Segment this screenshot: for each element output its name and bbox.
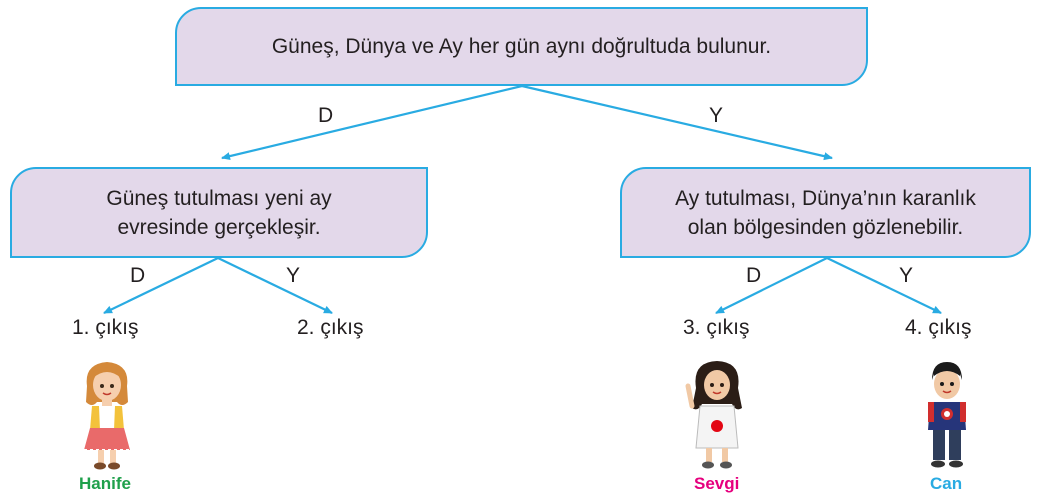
arrow-right-to-exit4 bbox=[826, 257, 942, 314]
arrow-left-to-exit1 bbox=[103, 257, 219, 314]
girl-figure-hanife bbox=[84, 362, 130, 470]
root-statement-box: Güneş, Dünya ve Ay her gün aynı doğrultu… bbox=[175, 7, 868, 86]
arrow-right-to-exit3 bbox=[715, 257, 828, 314]
exit-2: 2. çıkış bbox=[297, 316, 364, 339]
arrow-root-to-left bbox=[221, 84, 523, 161]
right-statement-box: Ay tutulması, Dünya’nın karanlık olan bö… bbox=[620, 167, 1031, 258]
student-name-sevgi: Sevgi bbox=[694, 474, 740, 493]
boy-figure-can bbox=[928, 362, 966, 468]
branch-label-left-d: D bbox=[130, 264, 146, 287]
student-name-can: Can bbox=[930, 474, 963, 493]
root-statement-text: Güneş, Dünya ve Ay her gün aynı doğrultu… bbox=[271, 35, 772, 58]
arrow-root-to-right bbox=[521, 84, 833, 161]
branch-label-right-d: D bbox=[746, 264, 762, 287]
student-name-hanife: Hanife bbox=[79, 474, 131, 493]
exit-3: 3. çıkış bbox=[683, 316, 750, 339]
branch-label-root-d: D bbox=[318, 104, 334, 127]
girl-figure-sevgi bbox=[685, 361, 742, 469]
right-statement-text: Ay tutulması, Dünya’nın karanlık olan bö… bbox=[675, 186, 976, 239]
left-statement-text: Güneş tutulması yeni ay evresinde gerçek… bbox=[106, 186, 332, 239]
left-statement-box: Güneş tutulması yeni ay evresinde gerçek… bbox=[10, 167, 428, 258]
branch-label-left-y: Y bbox=[286, 264, 301, 287]
branch-label-right-y: Y bbox=[899, 264, 914, 287]
exit-1: 1. çıkış bbox=[72, 316, 139, 339]
branch-label-root-y: Y bbox=[709, 104, 724, 127]
exit-4: 4. çıkış bbox=[905, 316, 972, 339]
arrow-left-to-exit2 bbox=[217, 257, 333, 314]
